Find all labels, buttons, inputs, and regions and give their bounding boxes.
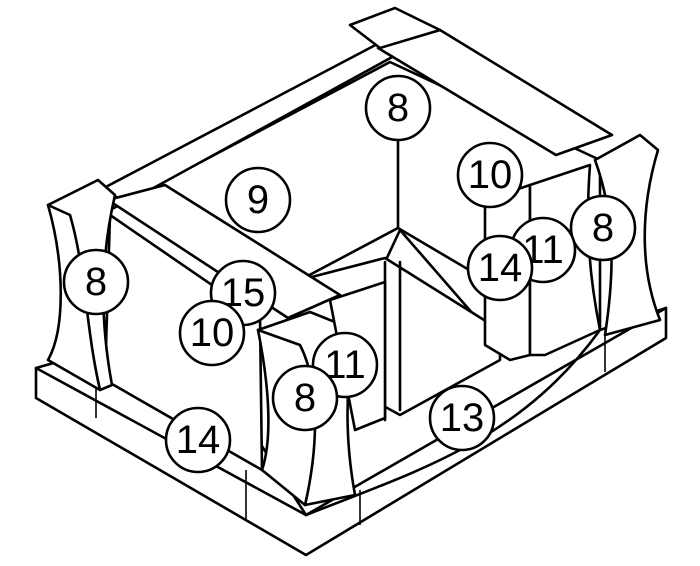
svg-text:13: 13 bbox=[440, 396, 485, 440]
svg-text:10: 10 bbox=[190, 311, 235, 355]
svg-text:8: 8 bbox=[294, 376, 316, 420]
callout-8-front: 8 bbox=[271, 364, 339, 432]
callout-13: 13 bbox=[428, 384, 496, 452]
callout-8-right: 8 bbox=[569, 194, 637, 262]
callout-8-top: 8 bbox=[364, 74, 432, 142]
callout-8-left: 8 bbox=[62, 248, 130, 316]
svg-text:8: 8 bbox=[387, 86, 409, 130]
callout-10-right: 10 bbox=[456, 141, 524, 209]
svg-text:10: 10 bbox=[468, 153, 513, 197]
svg-text:8: 8 bbox=[592, 206, 614, 250]
svg-text:14: 14 bbox=[478, 246, 523, 290]
svg-text:14: 14 bbox=[176, 418, 221, 462]
callout-10-left: 10 bbox=[178, 299, 246, 367]
callout-9: 9 bbox=[224, 166, 292, 234]
callout-14-left: 14 bbox=[164, 406, 232, 474]
callout-14-right: 14 bbox=[466, 234, 534, 302]
svg-text:8: 8 bbox=[85, 260, 107, 304]
svg-text:9: 9 bbox=[247, 178, 269, 222]
